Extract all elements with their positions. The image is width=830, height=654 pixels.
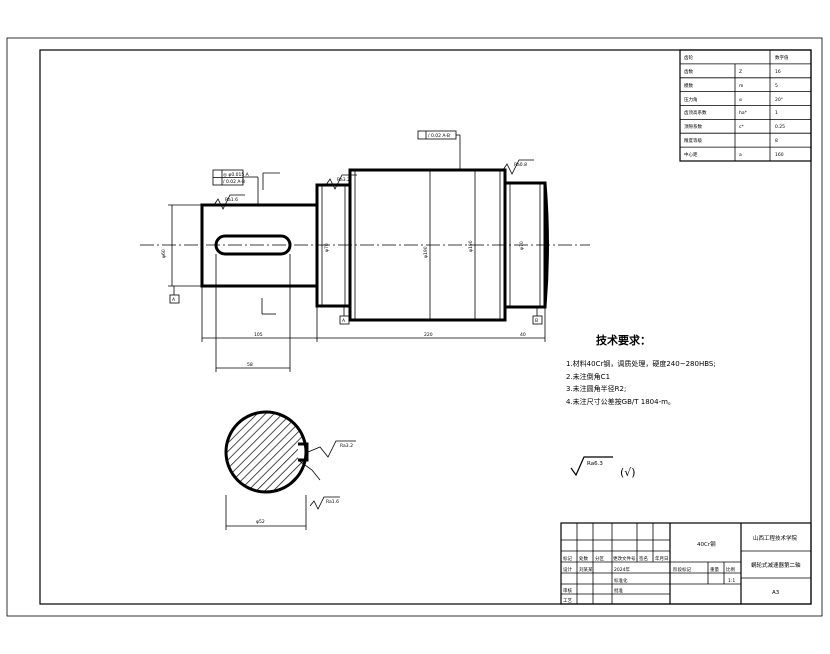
dim-dia-main: φ190: [423, 246, 429, 258]
param-r4-c1: ha*: [739, 110, 748, 116]
tech-req-item-3: 3.未注圆角半径R2;: [566, 384, 626, 393]
param-r1-c0: 齿数: [684, 68, 693, 75]
tb-date: 2024年: [614, 566, 630, 573]
tb-row-approve: 批准: [614, 587, 623, 594]
main-view-dimensions: φ60 φ190 φ190 φ70 φ70 105 220 40 58: [161, 204, 546, 372]
gdt-frame-1: ◎ φ0.015 A: [223, 172, 250, 178]
tb-row-process: 工艺: [563, 598, 572, 604]
roughness-marks: Ra1.6 Ra3.2 Ra0.8: [213, 159, 534, 210]
param-r7-c2: 160: [775, 152, 784, 158]
tb-drawing-name: 蜗轮式减速器第二轴: [751, 561, 801, 569]
tb-col-label-1: 标记: [563, 555, 572, 562]
tb-material: 40Cr钢: [697, 540, 716, 548]
tech-req-item-1: 1.材料40Cr钢，调质处理，硬度240~280HBS;: [566, 359, 716, 368]
tb-row-standard: 标准化: [614, 577, 628, 584]
keyway: [214, 234, 292, 256]
dim-len-a: 58: [247, 362, 253, 368]
param-r2-c2: 5: [775, 83, 778, 89]
datum-markers: A A B: [169, 286, 543, 325]
section-view: φ52 Ra3.2 Ra1.6: [224, 410, 356, 530]
tb-row-review: 审核: [563, 587, 572, 594]
tb-col-label-5: 签名: [639, 555, 648, 562]
param-r7-c0: 中心距: [684, 151, 698, 158]
param-r5-c0: 顶隙系数: [684, 123, 702, 130]
tb-stage-label: 阶段标记: [673, 566, 691, 573]
rough-mark-2: Ra3.2: [337, 177, 350, 183]
rough-mark-3: Ra0.8: [514, 162, 527, 168]
dim-section-dia: φ52: [256, 519, 265, 525]
shaft-left-segment: [200, 203, 319, 288]
param-r2-c1: m: [739, 84, 743, 89]
param-r2-c0: 模数: [684, 82, 693, 89]
gear-parameter-table: 齿轮 数字值 齿数 Z 16 模数 m 5 压力角 α 20° 齿顶高系数 ha…: [679, 49, 812, 162]
shaft-right-journal: [503, 181, 547, 309]
tb-designer: 刘某某: [579, 566, 593, 573]
general-roughness-value: Ra6.3: [587, 461, 603, 467]
param-r4-c0: 齿顶高系数: [684, 109, 707, 116]
rough-mark-1: Ra1.6: [225, 197, 238, 203]
param-r1-c1: Z: [739, 69, 742, 75]
tb-col-label-6: 年月日: [655, 555, 669, 562]
tb-col-label-3: 分区: [595, 555, 604, 562]
tb-col-label-4: 更改文件号: [613, 555, 636, 562]
gdt-frame-2: / 0.02 A-B: [428, 133, 450, 139]
param-r4-c2: 1: [775, 110, 778, 116]
tb-school: 山西工程技术学院: [753, 534, 798, 542]
tb-row-design: 设计: [563, 566, 572, 573]
title-block: 标记 处数 分区 更改文件号 签名 年月日 设计 刘某某 2024年 标准化 审…: [560, 522, 812, 605]
param-r3-c0: 压力角: [684, 96, 698, 103]
param-r0-c0: 齿轮: [684, 54, 693, 61]
param-r1-c2: 16: [775, 69, 781, 75]
tb-scale-label: 比例: [726, 566, 735, 573]
tech-req-item-4: 4.未注尺寸公差按GB/T 1804-m。: [566, 397, 675, 406]
tb-scale: 1:1: [728, 578, 735, 584]
tech-req-item-2: 2.未注倒角C1: [566, 372, 610, 381]
rough-mark-section-2: Ra1.6: [326, 499, 339, 505]
inner-frame: [39, 49, 812, 605]
tb-col-label-2: 处数: [579, 555, 588, 562]
param-r6-c2: 8: [775, 138, 778, 144]
dim-len-main: 220: [424, 332, 433, 338]
tb-sheet: A3: [772, 590, 780, 596]
param-r3-c2: 20°: [775, 97, 783, 103]
param-r5-c2: 0.25: [775, 124, 785, 130]
outer-frame: [6, 37, 823, 617]
datum-b: B: [535, 318, 538, 324]
tb-weight-label: 重量: [710, 566, 719, 573]
dim-len-key: 105: [254, 332, 263, 338]
gdt-frames: ◎ φ0.015 A / 0.02 A-B / 0.02 A-B: [212, 130, 461, 205]
param-r7-c1: a: [739, 153, 742, 158]
param-r6-c0: 精度等级: [684, 137, 702, 144]
shaft-main-view: [140, 168, 590, 322]
datum-a-left: A: [172, 297, 176, 303]
technical-requirements: 技术要求： 1.材料40Cr钢，调质处理，硬度240~280HBS; 2.未注倒…: [566, 333, 716, 406]
dim-dia-left: φ60: [161, 249, 167, 258]
dim-dia-journal: φ70: [519, 241, 525, 250]
rough-mark-section-1: Ra3.2: [340, 443, 353, 449]
gdt-frame-1b: / 0.02 A-B: [223, 179, 245, 185]
param-r0-c2: 数字值: [775, 54, 789, 61]
general-roughness: Ra6.3 (√): [570, 456, 636, 479]
dim-len-journal: 40: [520, 332, 526, 338]
param-r5-c1: c*: [739, 124, 744, 130]
dim-dia-shoulder: φ70: [324, 243, 330, 252]
datum-a: A: [342, 318, 346, 324]
general-roughness-bracket: (√): [620, 466, 636, 479]
tech-req-heading: 技术要求：: [596, 333, 651, 347]
dim-dia-main-2: φ190: [468, 240, 474, 252]
param-r3-c1: α: [739, 98, 742, 103]
